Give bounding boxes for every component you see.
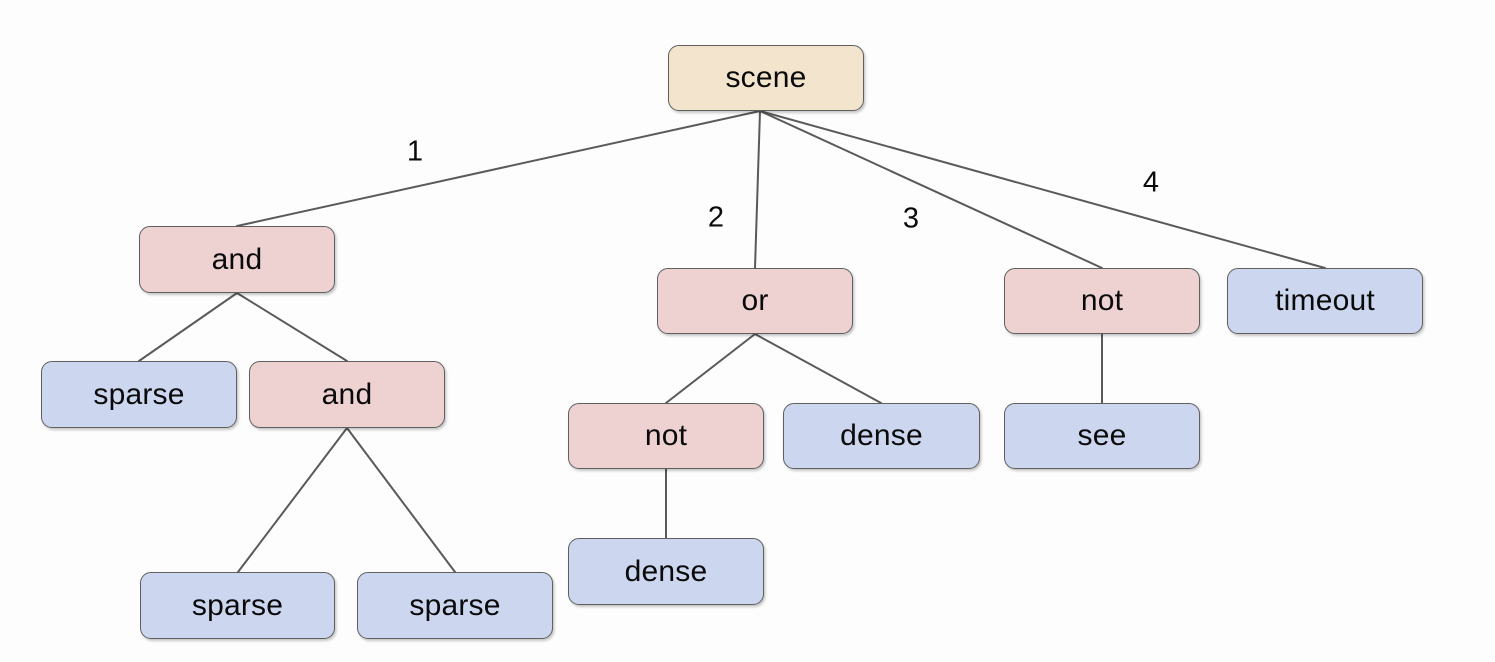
- edge-and2-to-sparse3: [346, 427, 456, 573]
- edge-label-2: 2: [707, 201, 725, 234]
- node-label: sparse: [409, 588, 501, 622]
- node-label: not: [644, 419, 688, 452]
- edge-and2-to-sparse2: [237, 427, 348, 573]
- node-label: and: [211, 242, 263, 276]
- edge-or1-to-dense1: [754, 333, 882, 404]
- edge-scene-to-timeout1: [759, 110, 1326, 269]
- node-label: not: [1080, 284, 1124, 317]
- edge-label-1: 1: [406, 135, 424, 168]
- node-label: dense: [624, 554, 708, 588]
- edge-scene-to-and1: [236, 110, 761, 227]
- node-not2[interactable]: not: [568, 403, 764, 469]
- edge-label-3: 3: [902, 202, 920, 235]
- edge-or1-to-not2: [665, 333, 756, 404]
- node-and2[interactable]: and: [249, 361, 445, 428]
- node-or1[interactable]: or: [657, 268, 853, 334]
- node-sparse1[interactable]: sparse: [41, 361, 237, 428]
- node-label: sparse: [191, 588, 284, 622]
- node-dense2[interactable]: dense: [568, 538, 764, 605]
- node-dense1[interactable]: dense: [783, 403, 980, 469]
- node-label: or: [741, 284, 769, 317]
- node-see1[interactable]: see: [1004, 403, 1200, 469]
- edge-label-4: 4: [1142, 166, 1160, 199]
- node-scene[interactable]: scene: [668, 45, 864, 111]
- node-label: dense: [840, 419, 923, 452]
- node-label: sparse: [93, 377, 185, 411]
- node-and1[interactable]: and: [139, 226, 335, 293]
- edge-scene-to-not1: [759, 110, 1103, 269]
- node-label: scene: [725, 61, 807, 94]
- node-sparse3[interactable]: sparse: [357, 572, 553, 639]
- node-sparse2[interactable]: sparse: [140, 572, 335, 639]
- node-timeout1[interactable]: timeout: [1227, 268, 1423, 334]
- edge-scene-to-or1: [754, 110, 761, 269]
- edge-and1-to-and2: [236, 292, 348, 362]
- node-label: timeout: [1275, 284, 1375, 317]
- edge-and1-to-sparse1: [138, 292, 238, 362]
- node-label: see: [1077, 419, 1127, 452]
- node-not1[interactable]: not: [1004, 268, 1200, 334]
- node-label: and: [321, 377, 373, 411]
